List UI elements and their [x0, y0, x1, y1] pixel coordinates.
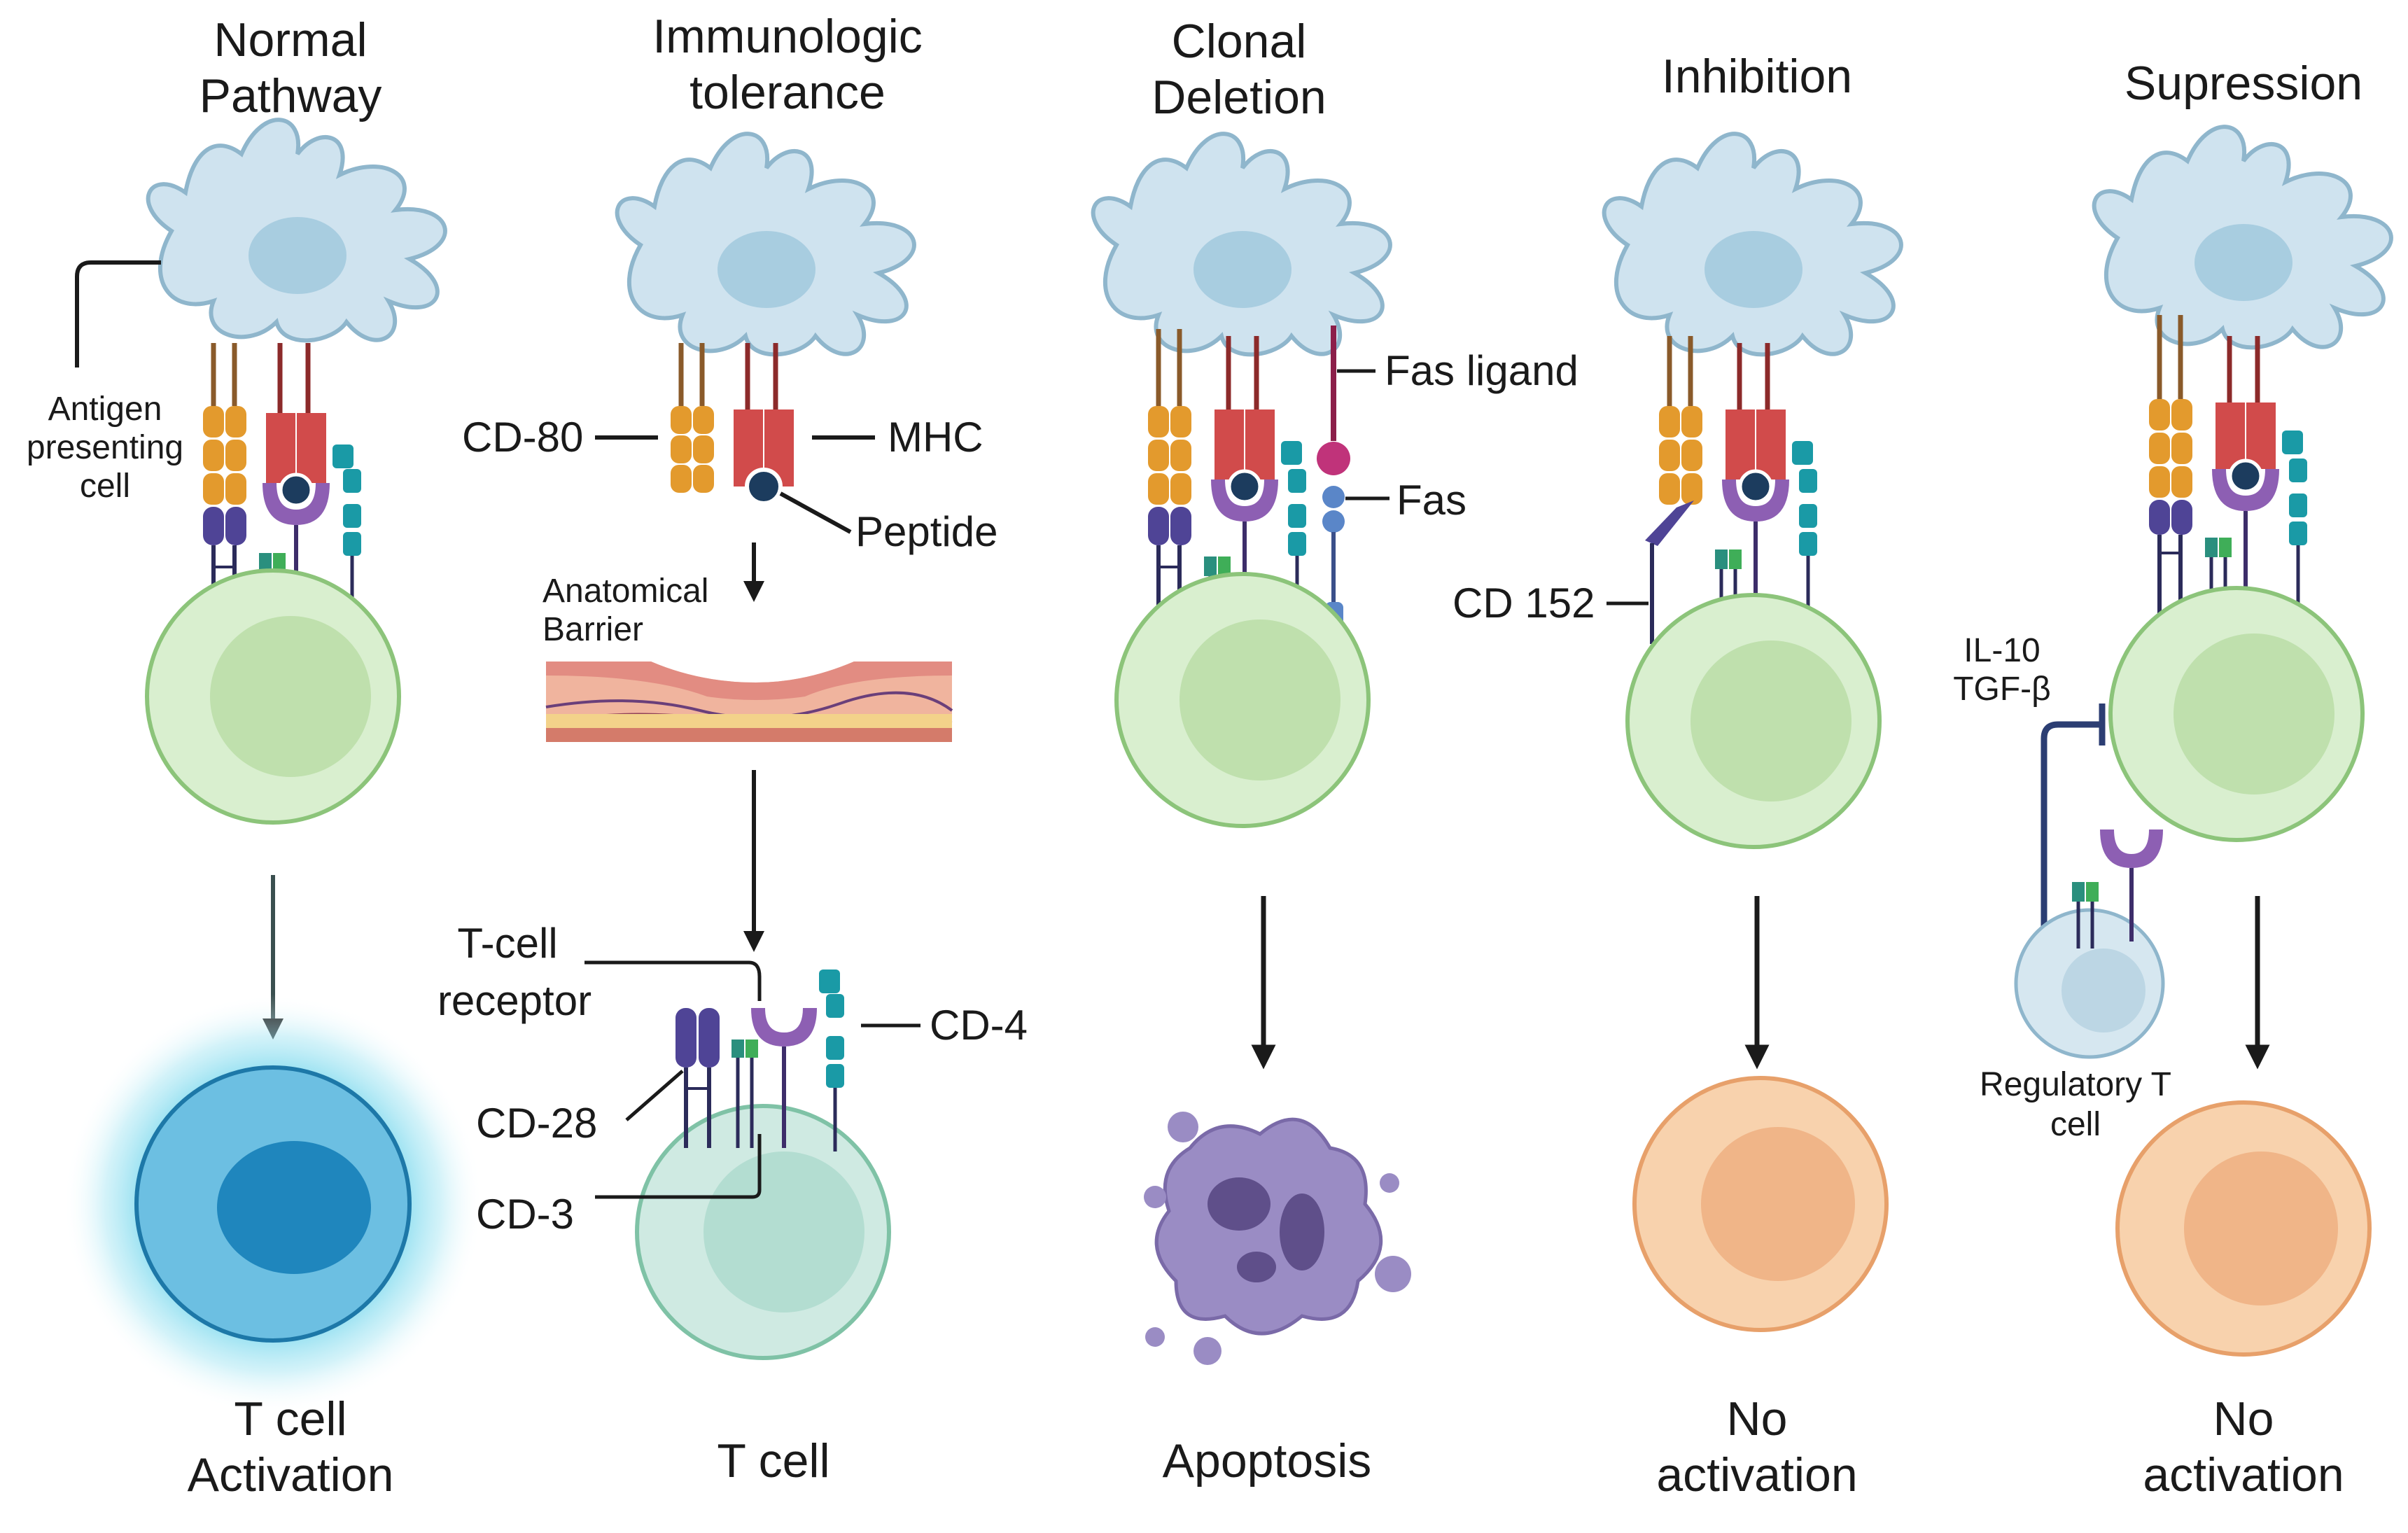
label-fas: Fas: [1396, 477, 1466, 524]
label-tcr-2: receptor: [438, 977, 592, 1024]
title-deletion-1: Clonal: [1172, 15, 1307, 68]
caption-suppression-1: No: [2213, 1392, 2274, 1446]
activated-t-cell: [63, 994, 483, 1414]
label-tgfb: TGF-β: [1953, 671, 2051, 708]
dendritic-cell-suppression: [2092, 125, 2393, 350]
inhibition-line: [2040, 721, 2100, 927]
label-il10: IL-10: [1963, 632, 2040, 669]
tcell-receptors-tolerance: [676, 969, 844, 1152]
label-cd4: CD-4: [930, 1002, 1028, 1049]
t-cell-suppression: [2108, 586, 2365, 842]
label-mhc: MHC: [888, 414, 983, 461]
title-deletion-2: Deletion: [1152, 71, 1326, 124]
naive-t-cell: [635, 1104, 891, 1360]
apc-label-3: cell: [80, 468, 130, 505]
title-normal-1: Normal: [214, 13, 367, 66]
label-cd152: CD 152: [1452, 580, 1595, 626]
dendritic-cell-inhibition: [1602, 132, 1903, 357]
label-cd28: CD-28: [476, 1100, 597, 1147]
anatomical-barrier-tissue: [545, 662, 953, 742]
label-barrier-2: Barrier: [542, 611, 643, 648]
cd80-mhc-molecules: [671, 343, 794, 505]
inactive-t-cell-inhibition: [1632, 1076, 1889, 1332]
caption-inhibition-2: activation: [1656, 1448, 1857, 1502]
label-cd80: CD-80: [462, 414, 583, 461]
dendritic-cell-normal: [146, 118, 447, 343]
receptor-complex-inhibition: [1645, 336, 1817, 644]
regulatory-t-cell: [2014, 830, 2165, 1059]
receptor-complex-normal: [203, 343, 361, 637]
label-fas-ligand: Fas ligand: [1385, 347, 1578, 394]
caption-suppression-2: activation: [2143, 1448, 2344, 1502]
title-tolerance-1: Immunologic: [652, 10, 923, 63]
t-cell-deletion: [1114, 572, 1371, 828]
t-cell-normal: [145, 568, 401, 825]
title-suppression: Supression: [2124, 57, 2362, 110]
caption-inhibition-1: No: [1727, 1392, 1788, 1446]
receptor-complex-suppression: [2149, 315, 2307, 616]
inactive-t-cell-suppression: [2115, 1100, 2372, 1357]
caption-normal-2: Activation: [188, 1448, 394, 1502]
caption-normal-1: T cell: [234, 1392, 346, 1446]
label-treg-1: Regulatory T: [1980, 1066, 2171, 1103]
label-barrier-1: Anatomical: [542, 573, 708, 610]
dendritic-cell-deletion: [1091, 132, 1392, 357]
caption-deletion: Apoptosis: [1163, 1434, 1372, 1488]
apc-label-1: Antigen: [48, 391, 162, 428]
caption-tolerance: T cell: [717, 1434, 830, 1488]
label-tcr-1: T-cell: [457, 920, 557, 967]
dendritic-cell-tolerance: [615, 132, 916, 357]
label-treg-2: cell: [2050, 1106, 2101, 1143]
title-normal-2: Pathway: [200, 69, 382, 122]
title-tolerance-2: tolerance: [690, 66, 886, 119]
label-peptide: Peptide: [855, 508, 998, 555]
t-cell-inhibition: [1625, 593, 1882, 849]
label-cd3: CD-3: [476, 1191, 574, 1238]
apc-bracket: [75, 260, 161, 368]
apc-label-2: presenting: [27, 429, 183, 466]
apoptotic-cell: [1144, 1112, 1411, 1365]
title-inhibition: Inhibition: [1662, 50, 1852, 103]
